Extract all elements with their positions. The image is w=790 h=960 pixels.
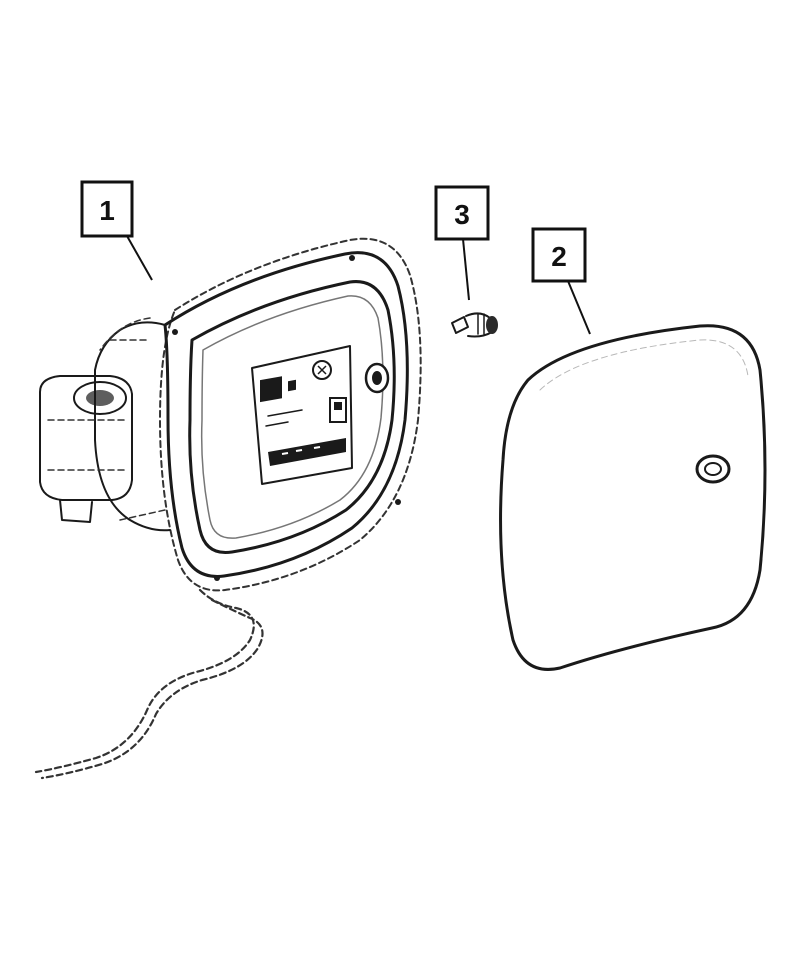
- latch-knob: [364, 362, 390, 394]
- callout-3-leader: [462, 238, 470, 301]
- callout-1-box: [80, 180, 134, 238]
- callout-2-box: [531, 227, 587, 283]
- fuel-filler-housing-icon: [34, 237, 422, 780]
- callout-1-label: 1: [99, 195, 115, 226]
- callout-1-leader: [126, 235, 153, 281]
- filler-label-plate: [251, 345, 353, 485]
- rear-actuator: [39, 375, 133, 523]
- callout-2-leader: [567, 280, 591, 335]
- fastener-screw-icon: [451, 312, 498, 338]
- fuel-filler-door-icon: [499, 324, 767, 671]
- door-hinge-boss: [695, 454, 731, 484]
- callout-3-label: 3: [454, 199, 470, 230]
- callout-1: 1: [80, 180, 153, 281]
- callout-2: 2: [531, 227, 591, 335]
- callout-3: 3: [434, 185, 490, 301]
- callout-2-label: 2: [551, 241, 567, 272]
- callout-3-box: [434, 185, 490, 241]
